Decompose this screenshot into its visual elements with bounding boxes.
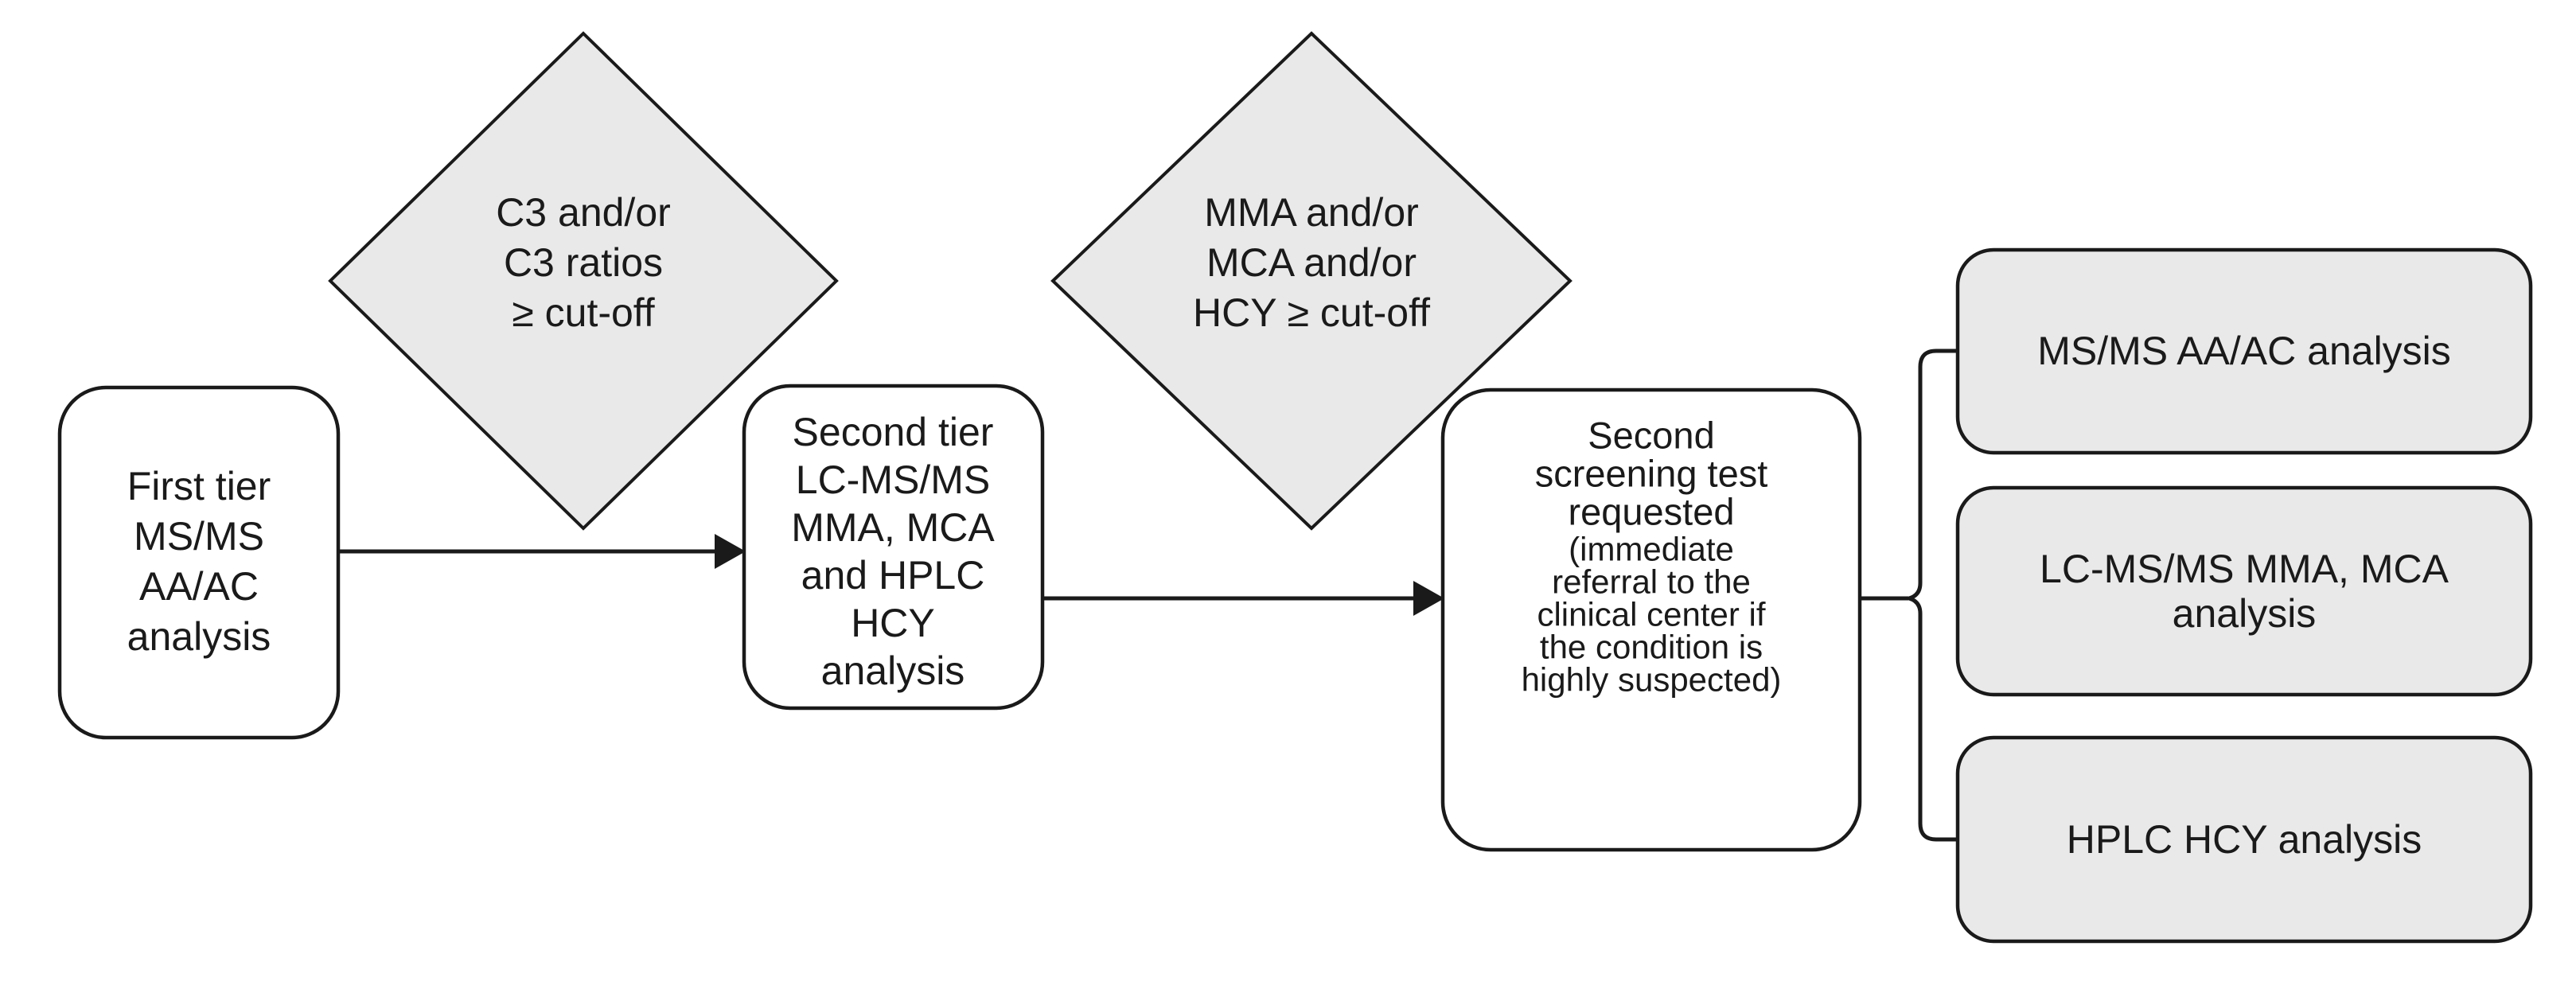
- node-result-lcms-label: analysis: [2173, 591, 2317, 636]
- node-second-tier-shape: [742, 384, 1045, 711]
- arrow-right-icon: [715, 534, 746, 569]
- node-second-screening-shape: [1440, 387, 1862, 852]
- node-result-hplc-label: HPLC HCY analysis: [2067, 817, 2422, 862]
- node-second-screening-note: the condition is: [1540, 629, 1763, 666]
- node-first-tier-label: analysis: [127, 614, 271, 659]
- node-mma-decision-label: HCY ≥ cut-off: [1193, 290, 1430, 335]
- node-result-lcms: LC-MS/MS MMA, MCA analysis: [1955, 485, 2533, 697]
- node-result-msms-label: MS/MS AA/AC analysis: [2037, 329, 2451, 373]
- connector-arrow-second-to-screening: [1042, 581, 1444, 616]
- arrow-right-icon: [1413, 581, 1444, 616]
- node-result-msms-shape: [1955, 247, 2533, 455]
- node-result-lcms-shape: [1955, 485, 2533, 697]
- node-mma-decision-label: MCA and/or: [1206, 240, 1417, 285]
- node-first-tier: First tier MS/MS AA/AC analysis: [57, 385, 341, 740]
- node-second-tier-label: Second tier: [793, 410, 994, 454]
- node-first-tier-label: MS/MS: [134, 514, 264, 559]
- node-second-tier-label: HCY: [851, 601, 935, 645]
- node-second-screening-note: referral to the: [1552, 563, 1751, 601]
- node-second-screening-note: (immediate: [1569, 531, 1734, 568]
- node-second-tier-label: analysis: [821, 648, 965, 693]
- node-second-tier-label: MMA, MCA: [791, 505, 995, 550]
- node-mma-decision-label: MMA and/or: [1204, 190, 1419, 235]
- node-second-screening-note: highly suspected): [1522, 661, 1782, 699]
- node-result-lcms-label: LC-MS/MS MMA, MCA: [2040, 547, 2449, 591]
- node-first-tier-label: First tier: [127, 464, 271, 508]
- node-mma-decision: MMA and/or MCA and/or HCY ≥ cut-off: [1050, 31, 1572, 531]
- node-second-tier-label: and HPLC: [801, 553, 985, 598]
- node-first-tier-shape: [57, 385, 341, 740]
- node-result-hplc: HPLC HCY analysis: [1955, 735, 2533, 944]
- node-result-msms: MS/MS AA/AC analysis: [1955, 247, 2533, 455]
- node-c3-decision-label: C3 ratios: [504, 240, 663, 285]
- node-mma-decision-shape: [1050, 31, 1572, 531]
- node-second-screening: Second screening test requested (immedia…: [1440, 387, 1862, 852]
- connector-brace-to-results: [1860, 349, 1958, 842]
- node-second-tier: Second tier LC-MS/MS MMA, MCA and HPLC H…: [742, 384, 1045, 711]
- node-c3-decision: C3 and/or C3 ratios ≥ cut-off: [328, 31, 839, 531]
- brace-icon: [1901, 349, 1958, 842]
- connector-arrow-first-to-second: [338, 534, 746, 569]
- node-c3-decision-label: C3 and/or: [496, 190, 671, 235]
- node-second-screening-note: clinical center if: [1537, 596, 1765, 633]
- node-second-screening-label: screening test: [1535, 453, 1768, 495]
- node-second-screening-label: requested: [1568, 491, 1734, 533]
- node-second-screening-label: Second: [1588, 415, 1714, 457]
- node-c3-decision-label: ≥ cut-off: [512, 290, 654, 335]
- node-c3-decision-shape: [328, 31, 839, 531]
- node-result-hplc-shape: [1955, 735, 2533, 944]
- node-second-tier-label: LC-MS/MS: [796, 458, 990, 502]
- node-first-tier-label: AA/AC: [139, 564, 259, 609]
